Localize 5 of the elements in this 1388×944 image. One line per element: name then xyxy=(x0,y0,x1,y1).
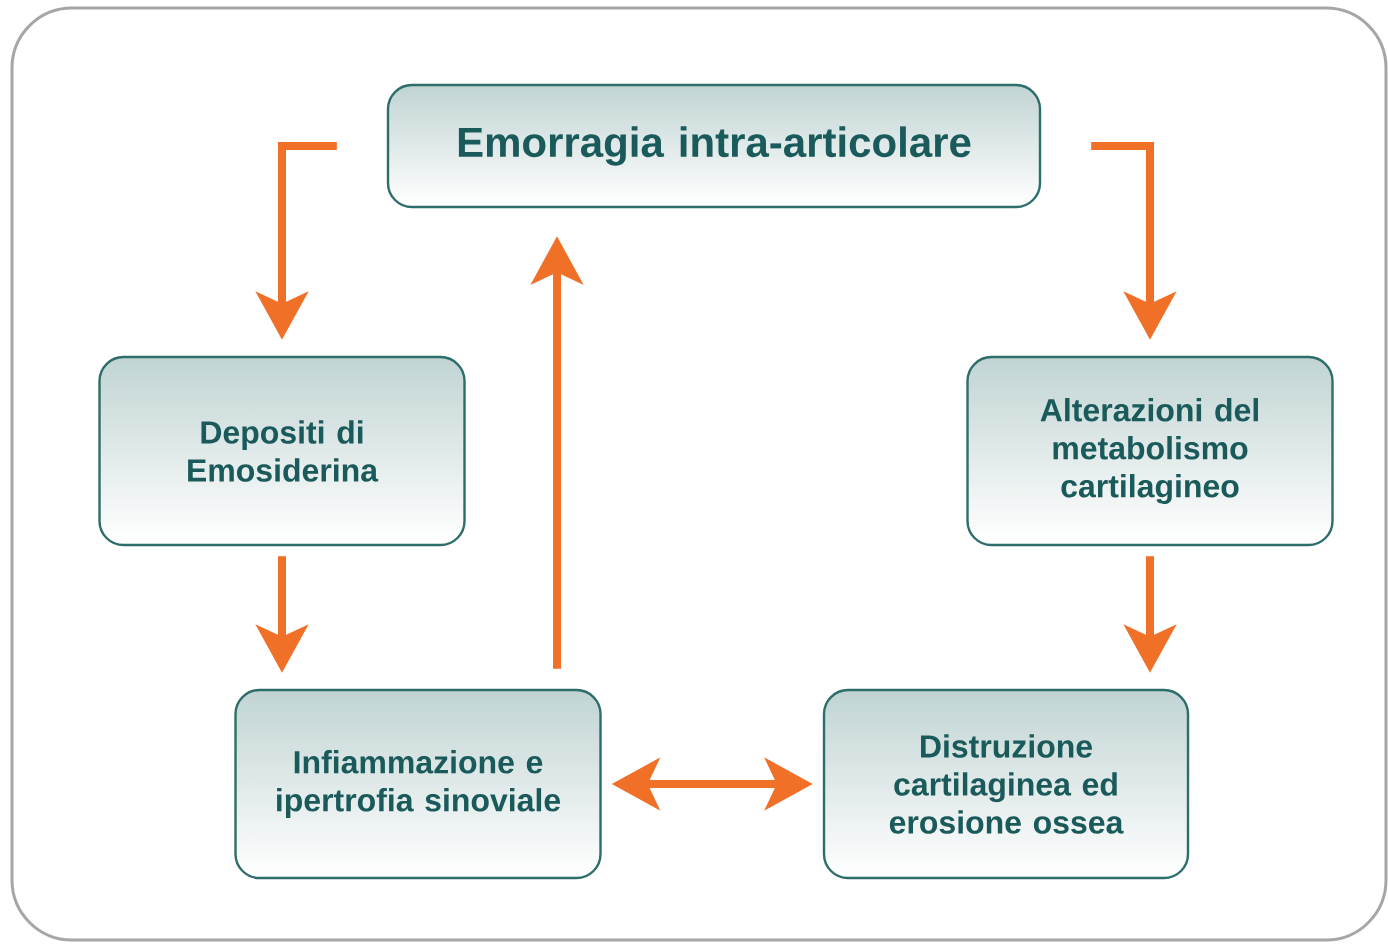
process-box: Depositi di Emosiderina xyxy=(98,355,466,547)
process-box: Emorragia intra-articolare xyxy=(386,83,1042,209)
process-box: Infiammazione e ipertrofia sinoviale xyxy=(234,688,602,880)
process-box: Alterazioni del metabolismo cartilagineo xyxy=(966,355,1334,547)
process-box: Distruzione cartilaginea ed erosione ossea xyxy=(822,688,1190,880)
